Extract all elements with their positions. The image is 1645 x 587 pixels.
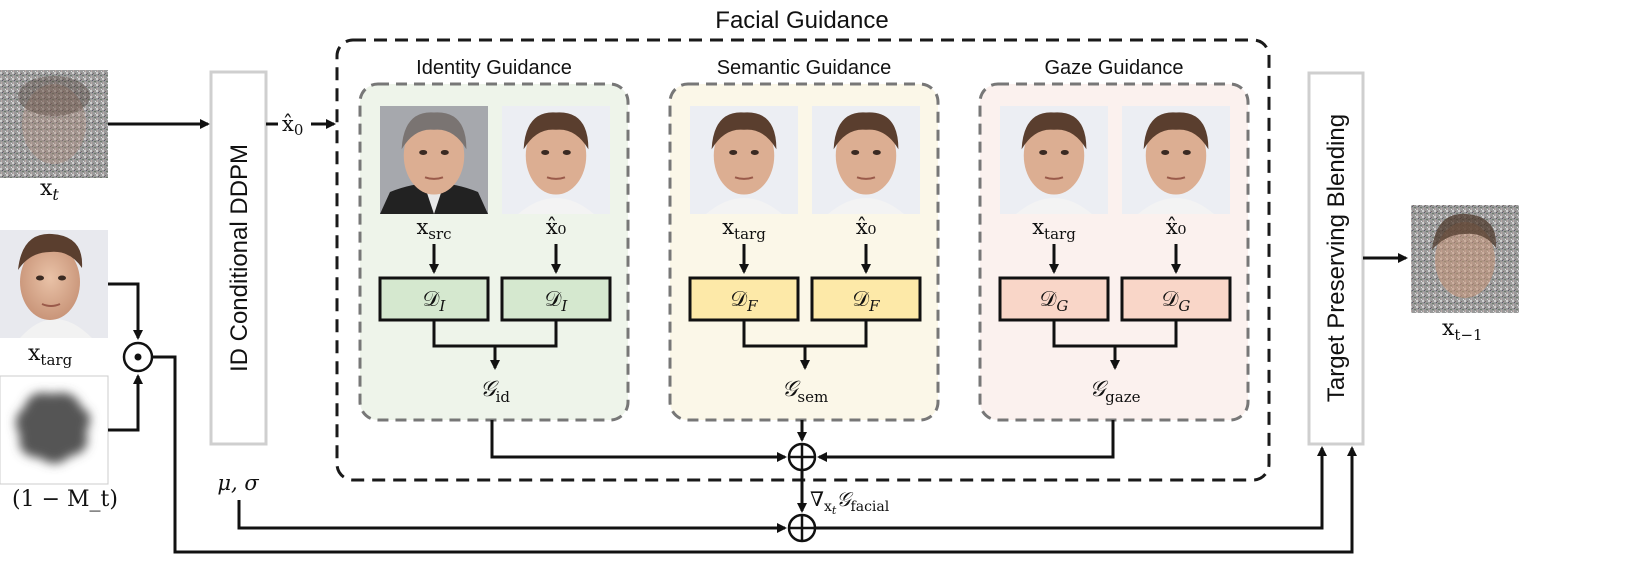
discriminator-label: 𝒟F	[852, 287, 880, 315]
discriminator-box-a: 𝒟I	[378, 276, 490, 322]
mask-image	[0, 375, 109, 485]
output-image	[1411, 205, 1519, 313]
discriminator-label: 𝒟I	[545, 287, 569, 315]
noisy-input-image	[0, 70, 108, 178]
discriminator-label: 𝒟I	[423, 287, 447, 315]
panel-semantic-guidance: Semantic Guidance xtarg x̂₀ 𝒟F 𝒟F 𝒢sem	[668, 57, 940, 422]
panel-title: Identity Guidance	[416, 57, 572, 79]
mu-sigma-label: μ, σ	[217, 471, 259, 495]
panel-identity-guidance: Identity Guidance xsrc x̂₀ 𝒟I 𝒟I 𝒢id	[358, 57, 630, 422]
panel-input-a-label: xsrc	[416, 215, 451, 243]
panel-input-b-image	[1122, 106, 1230, 214]
arrow-identity-to-sum	[490, 420, 787, 462]
arrow-gaze-to-sum	[817, 420, 1115, 462]
facial-guidance-title: Facial Guidance	[715, 7, 888, 34]
arrow-mask-to-odot	[108, 374, 143, 432]
panel-input-a-image	[1000, 106, 1108, 214]
arrow-mu-sigma-to-sum	[237, 500, 787, 533]
discriminator-box-b: 𝒟I	[500, 276, 612, 322]
target-face-image	[0, 230, 108, 338]
discriminator-box-b: 𝒟F	[810, 276, 922, 322]
panel-input-b-image	[812, 106, 920, 214]
blending-label: Target Preserving Blending	[1323, 114, 1350, 402]
target-face-label: xtarg	[28, 341, 73, 369]
ddpm-box	[209, 70, 268, 446]
discriminator-box-b: 𝒟G	[1120, 276, 1232, 322]
update-sum-node	[787, 513, 817, 543]
panel-title: Semantic Guidance	[717, 57, 892, 79]
hadamard-product-node	[122, 341, 154, 373]
panel-input-a-label: xtarg	[722, 215, 766, 243]
arrow-target-to-odot	[108, 282, 143, 340]
ddpm-label: ID Conditional DDPM	[226, 144, 253, 372]
arrow-update-to-blending	[815, 446, 1327, 530]
guidance-sum-node	[787, 442, 817, 472]
panel-title: Gaze Guidance	[1045, 57, 1184, 79]
panel-guidance-output-label: 𝒢id	[480, 377, 510, 406]
discriminator-box-a: 𝒟F	[688, 276, 800, 322]
panel-input-a-image	[380, 106, 488, 214]
discriminator-label: 𝒟G	[1040, 287, 1069, 315]
panel-input-a-image	[690, 106, 798, 214]
panel-input-b-label: x̂₀	[1166, 215, 1186, 239]
ddpm-x0-hat-label: x̂0	[282, 112, 303, 139]
panel-input-b-label: x̂₀	[546, 215, 566, 239]
gradient-label: ∇xt𝒢facial	[810, 487, 890, 517]
panel-input-a-label: xtarg	[1032, 215, 1076, 243]
discriminator-label: 𝒟G	[1162, 287, 1191, 315]
panel-input-b-label: x̂₀	[856, 215, 876, 239]
panel-input-b-image	[502, 106, 610, 214]
mask-label: (1 − M_t)	[12, 487, 118, 512]
panel-guidance-output-label: 𝒢gaze	[1090, 377, 1141, 406]
discriminator-box-a: 𝒟G	[998, 276, 1110, 322]
panel-gaze-guidance: Gaze Guidance xtarg x̂₀ 𝒟G 𝒟G 𝒢gaze	[978, 57, 1250, 422]
arrow-masked-target-to-blending	[152, 355, 1357, 554]
discriminator-label: 𝒟F	[730, 287, 758, 315]
noisy-input-label: xt	[40, 176, 59, 204]
panel-guidance-output-label: 𝒢sem	[782, 377, 828, 406]
output-label: xt−1	[1442, 316, 1483, 344]
